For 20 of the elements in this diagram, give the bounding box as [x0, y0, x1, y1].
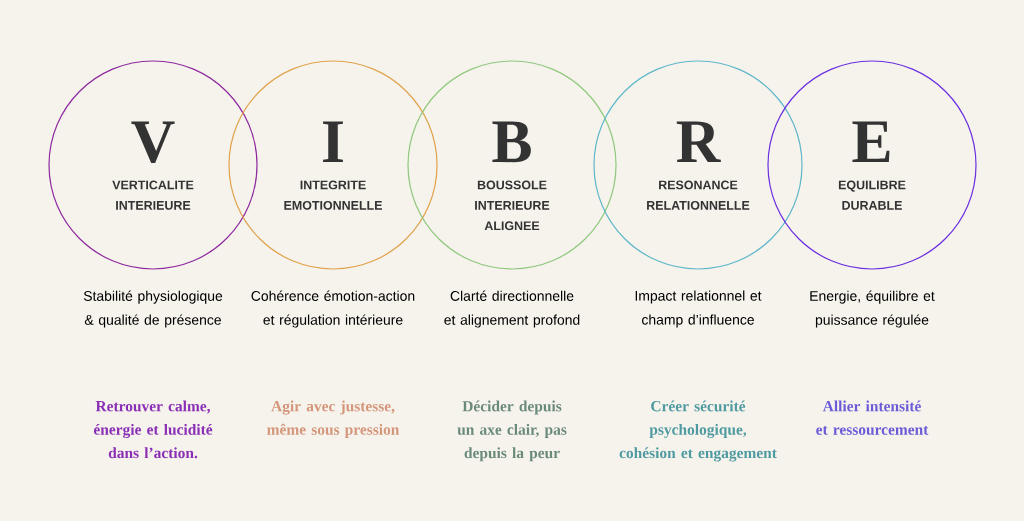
tagline-text: Créer sécurité psychologique, cohésion et engagement [619, 400, 777, 462]
initial-letter: V [131, 121, 175, 163]
description-text: Energie, équilibre et puissance régulée [810, 290, 935, 328]
pillar-title: INTEGRITE EMOTIONNELLE [284, 180, 382, 210]
tagline-text: Agir avec justesse, même sous pression [267, 400, 400, 438]
initial-letter: R [676, 121, 721, 162]
pillar-title: RESONANCE RELATIONNELLE [647, 180, 750, 210]
description-text: Impact relationnel et champ d’influence [635, 290, 762, 328]
description-text: Stabilité physiologique & qualité de présence [83, 290, 223, 328]
initial-letter: E [852, 121, 890, 162]
initial-letter: B [492, 121, 531, 163]
description-text: Cohérence émotion-action et régulation intérieure [251, 290, 415, 328]
tagline-text: Décider depuis un axe clair, pas depuis la peur [457, 400, 567, 462]
pillar-title: BOUSSOLE INTERIEURE ALIGNEE [475, 180, 550, 231]
tagline-text: Retrouver calme, énergie et lucidité dans l’action. [93, 400, 213, 459]
pillar-title: VERTICALITE INTERIEURE [112, 180, 194, 210]
tagline-text: Allier intensité et ressourcement [816, 400, 929, 435]
pillar-title: EQUILIBRE DURABLE [838, 180, 906, 210]
description-text: Clarté directionnelle et alignement profond [444, 290, 580, 328]
initial-letter: I [323, 121, 343, 162]
